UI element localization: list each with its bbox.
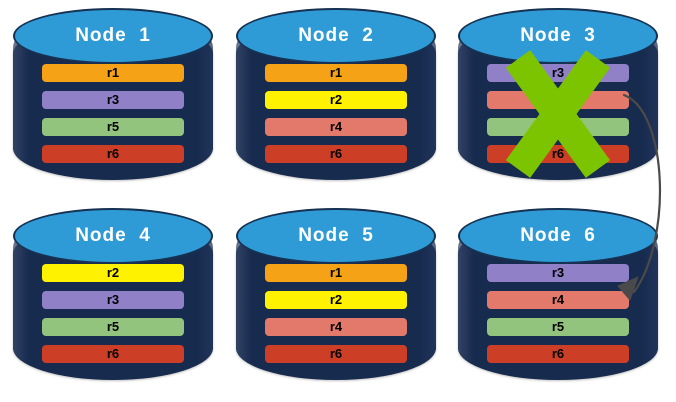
record-bar[interactable]: r6 (42, 345, 184, 363)
record-bar[interactable]: r1 (42, 64, 184, 82)
record-bar[interactable]: r4 (265, 318, 407, 336)
record-bar[interactable]: r3 (42, 91, 184, 109)
record-bar[interactable]: r3 (487, 64, 629, 82)
record-bar[interactable]: r5 (42, 118, 184, 136)
record-bar[interactable]: r6 (42, 145, 184, 163)
record-bar[interactable]: r2 (42, 264, 184, 282)
record-bar[interactable]: r6 (487, 345, 629, 363)
cylinder-left-shading (13, 232, 29, 362)
record-bar[interactable]: r2 (265, 91, 407, 109)
record-list: r2 r3 r5 r6 (42, 264, 184, 372)
record-bar[interactable]: r1 (265, 64, 407, 82)
cylinder-right-shading (420, 232, 436, 362)
record-bar[interactable]: r6 (487, 145, 629, 163)
record-bar[interactable]: r5 (487, 118, 629, 136)
record-bar[interactable]: r3 (42, 291, 184, 309)
cylinder-left-shading (458, 32, 474, 162)
record-bar[interactable]: r3 (487, 264, 629, 282)
cylinder-right-shading (197, 232, 213, 362)
cylinder-top-disc (13, 8, 213, 64)
record-bar[interactable]: r4 (487, 91, 629, 109)
node-4[interactable]: Node 4 r2 r3 r5 r6 (13, 208, 213, 388)
record-bar[interactable]: r5 (487, 318, 629, 336)
record-list: r3 r4 r5 r6 (487, 64, 629, 172)
node-title: Node 2 (298, 25, 374, 46)
cylinder-left-shading (236, 232, 252, 362)
node-title: Node 1 (75, 25, 151, 46)
node-1[interactable]: Node 1 r1 r3 r5 r6 (13, 8, 213, 188)
record-list: r1 r2 r4 r6 (265, 64, 407, 172)
record-bar[interactable]: r2 (265, 291, 407, 309)
node-3[interactable]: Node 3 r3 r4 r5 r6 (458, 8, 658, 188)
record-list: r1 r3 r5 r6 (42, 64, 184, 172)
cylinder-right-shading (420, 32, 436, 162)
node-title: Node 6 (520, 225, 596, 246)
cylinder-left-shading (13, 32, 29, 162)
node-6[interactable]: Node 6 r3 r4 r5 r6 (458, 208, 658, 388)
node-title: Node 4 (75, 225, 151, 246)
record-bar[interactable]: r6 (265, 345, 407, 363)
record-list: r1 r2 r4 r6 (265, 264, 407, 372)
record-bar[interactable]: r1 (265, 264, 407, 282)
record-bar[interactable]: r4 (265, 118, 407, 136)
cylinder-left-shading (458, 232, 474, 362)
record-list: r3 r4 r5 r6 (487, 264, 629, 372)
record-bar[interactable]: r6 (265, 145, 407, 163)
node-2[interactable]: Node 2 r1 r2 r4 r6 (236, 8, 436, 188)
cylinder-top-disc (236, 8, 436, 64)
cylinder-top-disc (13, 208, 213, 264)
node-title: Node 5 (298, 225, 374, 246)
cylinder-right-shading (197, 32, 213, 162)
record-bar[interactable]: r5 (42, 318, 184, 336)
record-bar[interactable]: r4 (487, 291, 629, 309)
node-5[interactable]: Node 5 r1 r2 r4 r6 (236, 208, 436, 388)
cylinder-left-shading (236, 32, 252, 162)
cylinder-top-disc (236, 208, 436, 264)
node-title: Node 3 (520, 25, 596, 46)
